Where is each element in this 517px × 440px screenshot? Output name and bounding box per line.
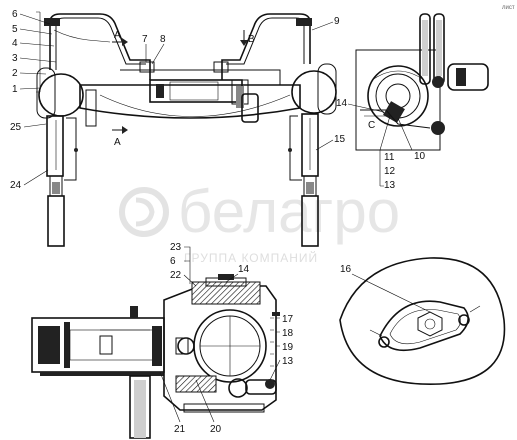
- callout-24: 24: [10, 180, 22, 191]
- callout-6: 6: [12, 9, 18, 20]
- callout-sec-21: 21: [174, 424, 186, 435]
- callout-sec-17: 17: [282, 314, 294, 325]
- callout-9: 9: [334, 16, 340, 27]
- corner-note: лист: [502, 5, 515, 11]
- watermark: белагро ГРУППА КОМПАНИЙ: [119, 178, 400, 265]
- section-a-bottom: A: [114, 137, 121, 148]
- callout-4: 4: [12, 38, 18, 49]
- callout-right-14: 14: [336, 98, 348, 109]
- callout-right-11: 11: [384, 152, 395, 163]
- axle-front-view: A A B: [36, 11, 337, 247]
- callout-right-c: C: [368, 120, 375, 131]
- callout-3: 3: [12, 53, 18, 64]
- callout-8: 8: [160, 34, 166, 45]
- callout-sec-6: 6: [170, 256, 176, 267]
- knuckle-side-view: [355, 13, 489, 151]
- callout-2: 2: [12, 68, 18, 79]
- section-view: [31, 274, 280, 439]
- callout-1: 1: [12, 84, 18, 95]
- section-b: B: [248, 34, 255, 45]
- callout-25: 25: [10, 122, 22, 133]
- callout-5: 5: [12, 24, 18, 35]
- callout-right-10: 10: [414, 151, 426, 162]
- section-a-top: A: [114, 30, 121, 41]
- callout-sec-13: 13: [282, 356, 294, 367]
- callout-detail-16: 16: [340, 264, 352, 275]
- callout-7: 7: [142, 34, 148, 45]
- detail-view-c: [339, 257, 506, 385]
- watermark-subtitle: ГРУППА КОМПАНИЙ: [184, 250, 318, 265]
- callout-sec-22: 22: [170, 270, 182, 281]
- callout-sec-18: 18: [282, 328, 294, 339]
- callouts-top-left: 6 5 4 3 2 1: [12, 9, 57, 95]
- callout-right-12: 12: [384, 166, 396, 177]
- callout-right-13: 13: [384, 180, 396, 191]
- watermark-brand: белагро: [178, 178, 400, 245]
- callout-15: 15: [334, 134, 346, 145]
- callout-sec-19: 19: [282, 342, 294, 353]
- callout-sec-23: 23: [170, 242, 182, 253]
- callout-sec-14: 14: [238, 264, 250, 275]
- callout-sec-20: 20: [210, 424, 222, 435]
